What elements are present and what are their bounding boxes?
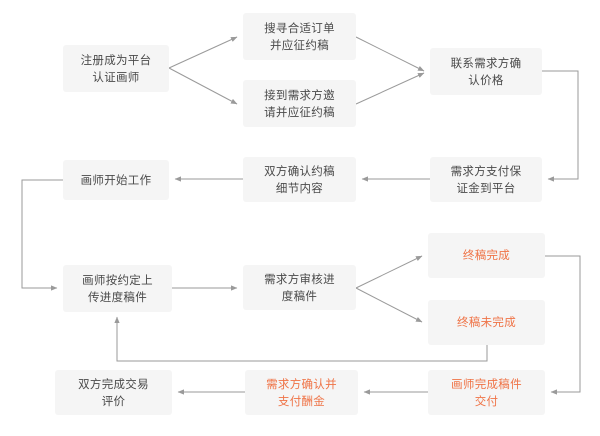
node-label: 双方确认约稿 细节内容	[264, 163, 335, 195]
node-label: 画师开始工作	[80, 172, 152, 187]
node-label: 需求方支付保 证金到平台	[450, 163, 522, 195]
node-label: 需求方审核进 度稿件	[264, 271, 335, 303]
node-artist-start-work[interactable]: 画师开始工作	[63, 160, 169, 200]
node-final-complete[interactable]: 终稿完成	[428, 233, 545, 278]
node-search-orders[interactable]: 搜寻合适订单 并应征约稿	[243, 13, 356, 60]
edge-n3-n4	[355, 72, 425, 105]
edge-n10-n12	[545, 255, 581, 395]
node-confirm-price[interactable]: 联系需求方确 认价格	[430, 48, 542, 95]
edge-n7-n8	[21, 179, 63, 291]
edge-n9-n11	[355, 287, 423, 323]
node-complete-and-review[interactable]: 双方完成交易 评价	[55, 370, 172, 415]
node-label: 需求方确认并 支付酬金	[266, 376, 337, 408]
node-label: 搜寻合适订单 并应征约稿	[264, 20, 335, 52]
node-review-progress[interactable]: 需求方审核进 度稿件	[243, 265, 356, 310]
edge-n1-n2	[168, 36, 238, 69]
edge-n1-n3	[168, 67, 238, 105]
node-label: 画师完成稿件 交付	[451, 376, 522, 408]
node-label: 画师按约定上 传进度稿件	[82, 272, 153, 304]
node-final-incomplete[interactable]: 终稿未完成	[428, 300, 545, 345]
node-label: 终稿完成	[462, 248, 511, 263]
edge-n2-n4	[355, 36, 425, 72]
edge-n4-n5	[542, 70, 579, 182]
node-pay-deposit[interactable]: 需求方支付保 证金到平台	[430, 157, 542, 202]
node-deliver-artwork[interactable]: 画师完成稿件 交付	[428, 370, 545, 415]
edge-n9-n10	[355, 255, 423, 289]
node-label: 注册成为平台 认证画师	[80, 52, 152, 84]
node-upload-progress[interactable]: 画师按约定上 传进度稿件	[63, 265, 172, 312]
node-confirm-and-pay[interactable]: 需求方确认并 支付酬金	[245, 370, 358, 415]
node-label: 终稿未完成	[457, 315, 516, 330]
node-confirm-details[interactable]: 双方确认约稿 细节内容	[243, 157, 356, 202]
node-label: 联系需求方确 认价格	[450, 55, 522, 87]
node-label: 双方完成交易 评价	[78, 376, 149, 408]
node-label: 接到需求方邀 请并应征约稿	[264, 87, 335, 119]
node-receive-invitation[interactable]: 接到需求方邀 请并应征约稿	[243, 80, 356, 127]
node-register-artist[interactable]: 注册成为平台 认证画师	[63, 45, 169, 92]
